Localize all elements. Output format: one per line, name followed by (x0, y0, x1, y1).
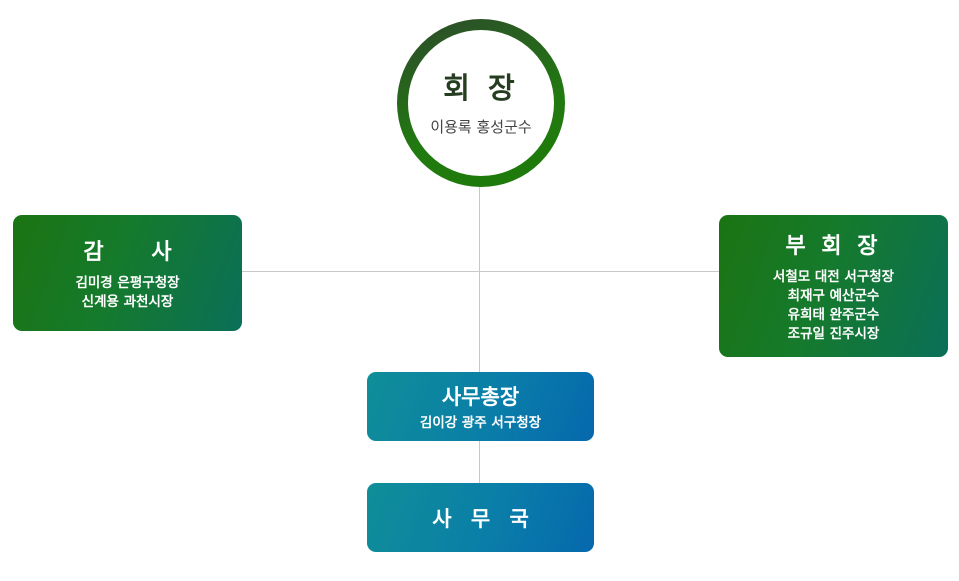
chairman-name: 이용록 홍성군수 (430, 118, 532, 136)
secretariat-node: 사 무 국 (367, 483, 594, 552)
vice-chairman-node: 부 회 장 서철모 대전 서구청장 최재구 예산군수 유희태 완주군수 조규일 … (719, 215, 948, 357)
auditor-title: 감 사 (83, 240, 192, 265)
secretary-general-member: 김이강 광주 서구청장 (419, 414, 542, 431)
connector-chairman-to-secretary-general (479, 186, 480, 372)
connector-secretary-general-to-secretariat (479, 440, 480, 484)
vice-chairman-member: 최재구 예산군수 (787, 288, 880, 304)
vice-chairman-members: 서철모 대전 서구청장 최재구 예산군수 유희태 완주군수 조규일 진주시장 (773, 268, 894, 344)
chairman-node: 회 장 이용록 홍성군수 (397, 19, 565, 187)
auditor-member: 김미경 은평구청장 (75, 275, 180, 291)
auditor-node: 감 사 김미경 은평구청장 신계용 과천시장 (13, 215, 242, 331)
vice-chairman-member: 유희태 완주군수 (787, 307, 880, 323)
chairman-node-inner: 회 장 이용록 홍성군수 (408, 30, 554, 176)
secretariat-title: 사 무 국 (432, 506, 535, 531)
secretary-general-node: 사무총장 김이강 광주 서구청장 (367, 372, 594, 441)
vice-chairman-member: 조규일 진주시장 (787, 326, 880, 342)
auditor-members: 김미경 은평구청장 신계용 과천시장 (75, 274, 179, 312)
vice-chairman-member: 서철모 대전 서구청장 (772, 269, 895, 285)
chairman-title: 회 장 (443, 71, 519, 105)
auditor-member: 신계용 과천시장 (81, 294, 174, 310)
connector-auditor-to-vice-chairman (241, 271, 719, 272)
secretary-general-title: 사무총장 (441, 384, 520, 409)
vice-chairman-title: 부 회 장 (785, 234, 882, 259)
secretary-general-members: 김이강 광주 서구청장 (420, 414, 541, 433)
